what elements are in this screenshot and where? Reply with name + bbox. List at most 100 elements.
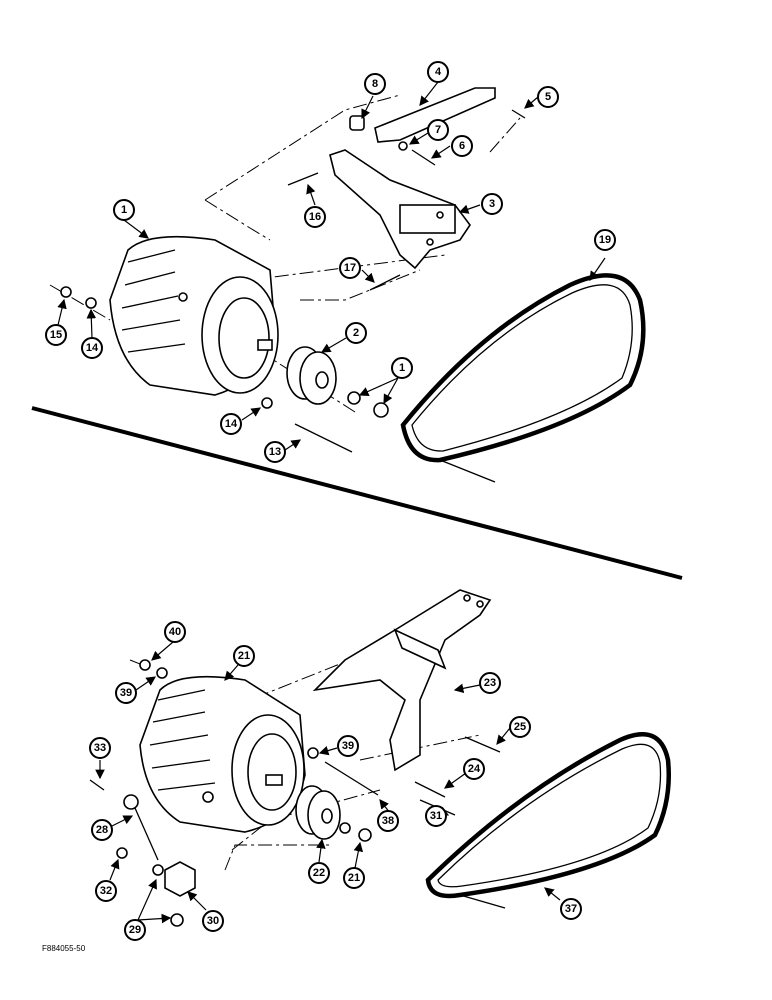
svg-text:24: 24 (468, 763, 481, 775)
callout-31: 31 (425, 805, 447, 827)
svg-text:3: 3 (489, 198, 495, 210)
washer-7 (398, 141, 408, 151)
svg-text:37: 37 (565, 903, 577, 915)
callout-40: 40 (164, 621, 186, 643)
callout-7: 7 (427, 119, 449, 141)
svg-text:39: 39 (120, 687, 132, 699)
washer-1 (347, 391, 361, 405)
mounting-bracket-lower (312, 589, 492, 772)
svg-text:6: 6 (459, 140, 465, 152)
svg-text:7: 7 (435, 124, 441, 136)
callout-37: 37 (560, 898, 582, 920)
svg-text:28: 28 (96, 824, 108, 836)
callout-39-right: 39 (337, 735, 359, 757)
svg-text:14: 14 (86, 342, 99, 354)
svg-text:30: 30 (207, 915, 219, 927)
svg-text:19: 19 (599, 234, 611, 246)
callout-30: 30 (202, 910, 224, 932)
leader-lines-lower (95, 641, 561, 924)
pulley-lower (295, 785, 341, 840)
bolt-33 (89, 779, 105, 791)
svg-text:16: 16 (309, 211, 321, 223)
callout-1-nut: 1 (391, 357, 413, 379)
svg-text:39: 39 (342, 740, 354, 752)
bolt-24 (414, 781, 446, 798)
svg-text:25: 25 (514, 721, 526, 733)
callout-16: 16 (304, 206, 326, 228)
adjusting-link-upper (374, 87, 496, 143)
callout-38: 38 (377, 810, 399, 832)
svg-text:21: 21 (238, 650, 250, 662)
svg-text:13: 13 (269, 446, 281, 458)
callout-33: 33 (89, 737, 111, 759)
alternator-lower (139, 675, 306, 833)
callouts-upper: 1 2 3 4 5 6 7 8 13 14 14 15 16 17 19 1 (45, 61, 616, 463)
bolt-25 (464, 736, 501, 753)
svg-text:5: 5 (545, 91, 551, 103)
nut-1 (373, 402, 389, 418)
nut-15 (60, 286, 72, 298)
washer-21 (339, 822, 351, 834)
mounting-bracket-upper (329, 149, 471, 270)
callout-13: 13 (264, 441, 286, 463)
callout-3: 3 (481, 193, 503, 215)
callout-28: 28 (91, 819, 113, 841)
nut-40 (139, 659, 151, 671)
callouts-lower: 21 22 23 24 25 28 29 30 31 32 33 37 38 3… (89, 621, 582, 941)
washer-39-right (307, 747, 319, 759)
block-30 (164, 861, 196, 897)
washer-14-right (261, 397, 273, 409)
svg-text:2: 2 (353, 327, 359, 339)
svg-text:4: 4 (435, 66, 442, 78)
spacer-8 (349, 115, 365, 131)
drive-belt-upper (400, 273, 646, 483)
figure-code: F884055-50 (42, 944, 86, 953)
bolt-13 (294, 423, 353, 453)
svg-text:15: 15 (50, 329, 62, 341)
bolt-6 (411, 149, 436, 166)
callout-6: 6 (451, 135, 473, 157)
washer-14-left (85, 297, 97, 309)
callout-39-left: 39 (115, 682, 137, 704)
callout-4: 4 (427, 61, 449, 83)
svg-text:8: 8 (372, 78, 378, 90)
svg-text:38: 38 (382, 815, 394, 827)
callout-23: 23 (479, 672, 501, 694)
callout-14-left: 14 (81, 337, 103, 359)
callout-24: 24 (463, 758, 485, 780)
svg-text:33: 33 (94, 742, 106, 754)
bushing-28 (123, 794, 139, 810)
callout-25: 25 (509, 716, 531, 738)
upper-assembly (49, 87, 646, 483)
leader-lines-upper (57, 81, 606, 451)
pulley-upper (286, 346, 337, 405)
callout-1: 1 (113, 199, 135, 221)
bolt-16 (287, 172, 319, 186)
callout-2: 2 (345, 322, 367, 344)
svg-text:29: 29 (129, 924, 141, 936)
svg-text:22: 22 (313, 867, 325, 879)
rod-28 (134, 807, 159, 861)
nut-29-bottom (170, 913, 184, 927)
svg-text:14: 14 (225, 418, 238, 430)
svg-text:40: 40 (169, 626, 181, 638)
alternator-upper (109, 235, 279, 396)
nut-21 (358, 828, 372, 842)
bolt-5 (511, 109, 526, 119)
nut-32 (116, 847, 128, 859)
drive-belt-lower (425, 731, 671, 909)
callout-32: 32 (95, 880, 117, 902)
bolt-17 (369, 274, 401, 291)
svg-text:21: 21 (348, 872, 360, 884)
svg-text:17: 17 (344, 262, 356, 274)
callout-8: 8 (364, 73, 386, 95)
svg-text:32: 32 (100, 885, 112, 897)
washer-39-left (156, 667, 168, 679)
svg-text:23: 23 (484, 677, 496, 689)
callout-19: 19 (594, 229, 616, 251)
divider-line (31, 406, 683, 580)
callout-22: 22 (308, 862, 330, 884)
callout-5: 5 (537, 86, 559, 108)
callout-14-right: 14 (220, 413, 242, 435)
